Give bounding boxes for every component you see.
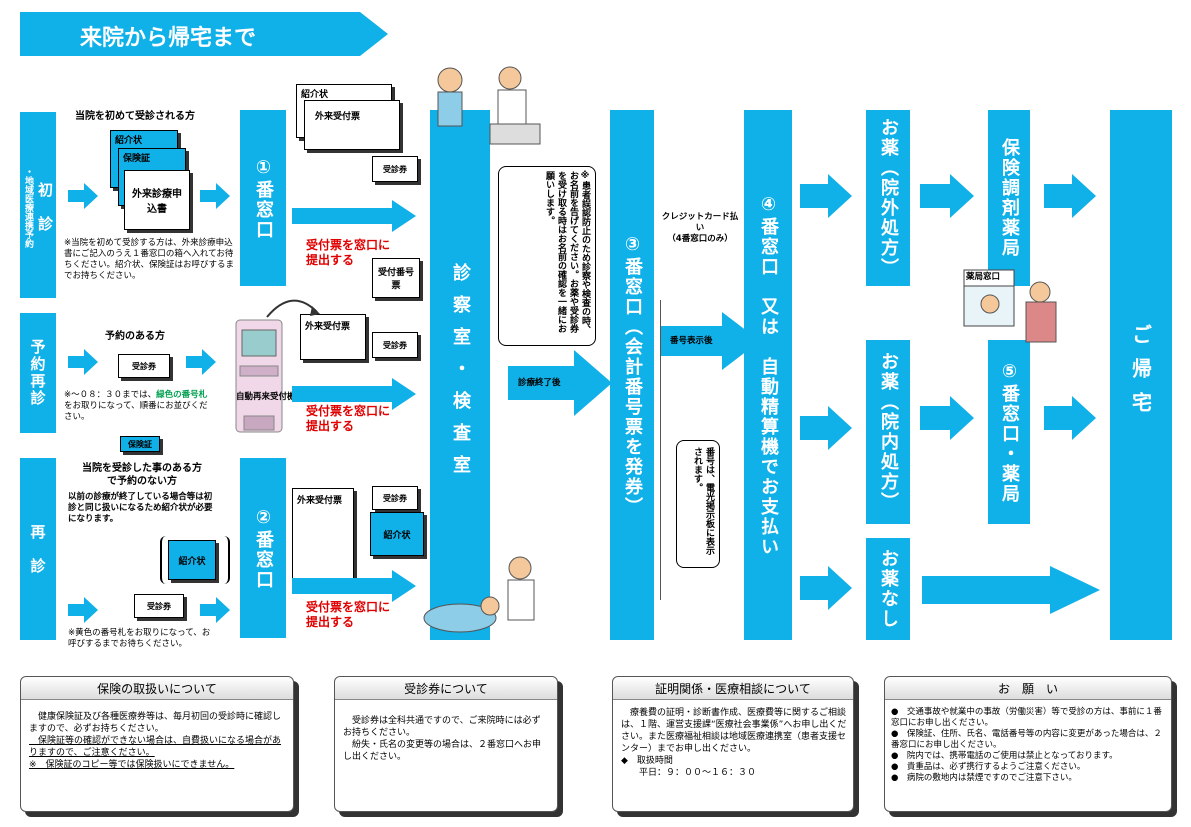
form-referral-bottom: 紹介状 [370, 512, 424, 556]
row-label-first: 初 診 ・地域医療連携予約 [20, 112, 56, 298]
medicine-inside: お薬（院内処方） [866, 340, 910, 524]
exam-room: 診察室・検査室 [430, 110, 490, 640]
form-card-bottom: 受診券 [372, 486, 418, 510]
reserved-note: ※～０８：３０までは、緑色の番号札をお取りになって、順番にお並びください。 [64, 390, 208, 422]
form-ticket-top: 外来受付票 [304, 100, 400, 150]
revisit-text: 以前の診療が終了している場合等は初診と同じ扱いになるため紹介状が必要になります。 [68, 492, 213, 524]
form-ticket-bottom: 外来受付票 [292, 488, 354, 586]
info-box-requests: お 願 い ● 交通事故や就業中の事故（労働災害）等で受診の方は、事前に１番窓口… [884, 676, 1172, 812]
info-box-certificate: 証明関係・医療相談について 療養費の証明・診断書作成、医療費等に関するご相談は、… [612, 676, 854, 812]
doctor-illustration-bottom [423, 556, 535, 633]
window-2: ②番窓口 [240, 458, 286, 638]
medicine-none: お薬なし [866, 538, 910, 640]
pharmacy-outside: 保険調剤薬局 [988, 110, 1030, 286]
number-display-arrow [660, 312, 760, 370]
window-4: ④番窓口 又は 自動精算機でお支払い [744, 110, 792, 640]
pharmacy-inside: ⑤番窓口・薬局 [988, 340, 1030, 524]
page-title: 来院から帰宅まで [80, 26, 257, 51]
form-ticket-mid: 外来受付票 [300, 314, 366, 360]
form-card-top: 受診券 [372, 156, 418, 182]
doctor-illustration-top [437, 66, 541, 145]
form-card-mid: 受診券 [372, 332, 418, 358]
revisit-card: 受診券 [134, 594, 184, 618]
submit-text-1: 受付票を窓口に提出する [306, 238, 391, 267]
info-box-card: 受診券について 受診券は全科共通ですので、ご来院時には必ずお持ちください。 紛失… [334, 676, 558, 812]
number-display-label: 番号表示後 [670, 336, 713, 346]
form-reception-number: 受付番号票 [372, 258, 420, 298]
revisit-referral-frame [160, 536, 230, 584]
doc-application: 外来診療申込書 [124, 170, 190, 230]
window-1: ①番窓口 [240, 110, 286, 286]
first-visit-heading: 当院を初めて受診される方 [75, 111, 195, 122]
home-box: ご帰宅 [1110, 110, 1172, 640]
kiosk-machine [234, 318, 284, 436]
exam-done-label: 診療終了後 [518, 378, 561, 388]
row-label-reserved: 予約再診 [20, 313, 56, 433]
patient-notice: ※患者誤認防止のため診察や検査の時、お名前を告げてください。お薬や受診券を受け取… [498, 166, 596, 346]
row-label-revisit: 再 診 [20, 458, 56, 640]
window-3: ③番窓口（会計番号票を発券） [610, 110, 654, 640]
reserved-card: 受診券 [118, 354, 170, 378]
header-banner: 来院から帰宅まで [20, 12, 388, 56]
submit-text-2: 受付票を窓口に提出する [306, 404, 391, 433]
exam-done-arrow [508, 350, 612, 416]
pharmacy-illustration: 薬局窓口 [962, 268, 1066, 348]
submit-text-3: 受付票を窓口に提出する [306, 600, 391, 629]
credit-line [660, 300, 661, 600]
first-visit-note: ※当院を初めて受診する方は、外来診療申込書にご記入のうえ１番窓口の箱へ入れてお待… [64, 238, 235, 281]
board-note: 番号は、電光掲示板に表示されます。 [676, 440, 720, 568]
reserved-heading: 予約のある方 [105, 331, 165, 342]
revisit-heading: 当院を受診した事のある方で予約のない方 [82, 463, 202, 487]
medicine-outside: お薬（院外処方） [866, 110, 910, 286]
credit-note: クレジットカード払い（4番窓口のみ） [661, 212, 739, 244]
info-box-insurance: 保険の取扱いについて 健康保険証及び各種医療券等は、毎月初回の受診時に確認します… [20, 676, 294, 812]
kiosk-label: 自動再来受付機 [236, 392, 296, 402]
revisit-note: ※黄色の番号札をお取りになって、お呼びするまでお待ちください。 [68, 628, 211, 649]
reserved-insurance: 保険証 [120, 436, 160, 452]
revisit-referral: 紹介状 [168, 540, 216, 580]
kiosk-curve-arrow [266, 299, 320, 318]
